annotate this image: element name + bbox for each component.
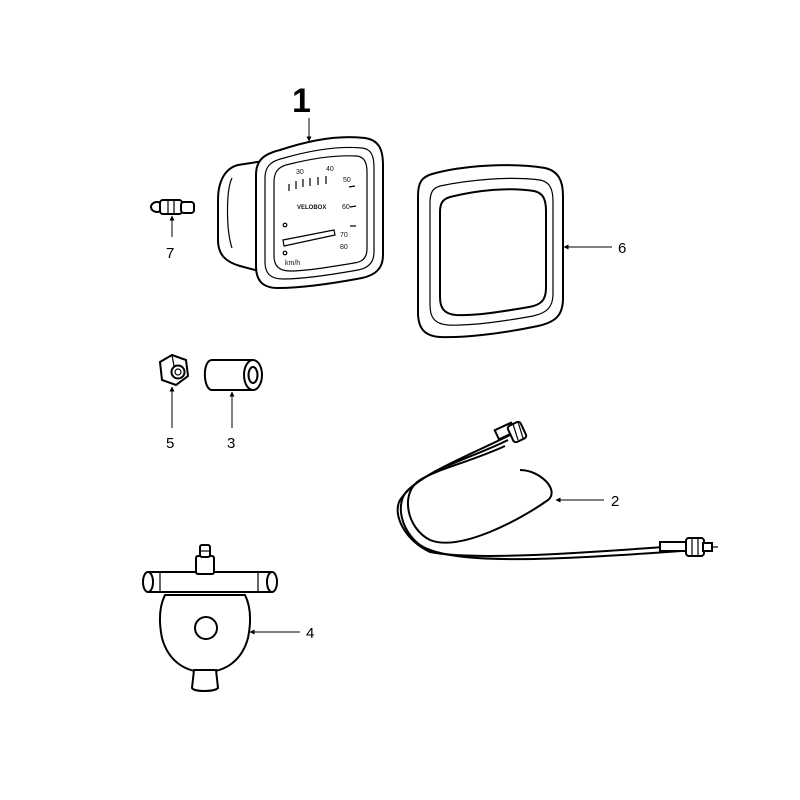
drive-gearbox-part xyxy=(142,544,278,692)
spacer-part xyxy=(203,359,263,391)
dial-scale-40: 40 xyxy=(326,166,334,173)
callout-drive-gearbox: 4 xyxy=(306,625,314,642)
cable-part xyxy=(396,420,718,561)
dial-brand-label: VELOBOX xyxy=(297,205,326,211)
nut-part xyxy=(158,353,190,387)
callout-cable: 2 xyxy=(611,493,619,510)
callout-bulb: 7 xyxy=(166,245,174,262)
bezel-part xyxy=(417,164,564,339)
callout-speedometer: 1 xyxy=(292,82,311,120)
dial-scale-50: 50 xyxy=(343,177,351,184)
dial-scale-80: 80 xyxy=(340,244,348,251)
dial-unit-label: km/h xyxy=(285,260,300,267)
speedometer-part: 30 40 50 60 70 80 VELOBOX km/h xyxy=(217,136,384,290)
dial-scale-70: 70 xyxy=(340,232,348,239)
callout-nut: 5 xyxy=(166,435,174,452)
callout-spacer: 3 xyxy=(227,435,235,452)
callout-bezel: 6 xyxy=(618,240,626,257)
dial-scale-60: 60 xyxy=(342,204,350,211)
dial-scale-30: 30 xyxy=(296,169,304,176)
bulb-part xyxy=(150,199,195,215)
